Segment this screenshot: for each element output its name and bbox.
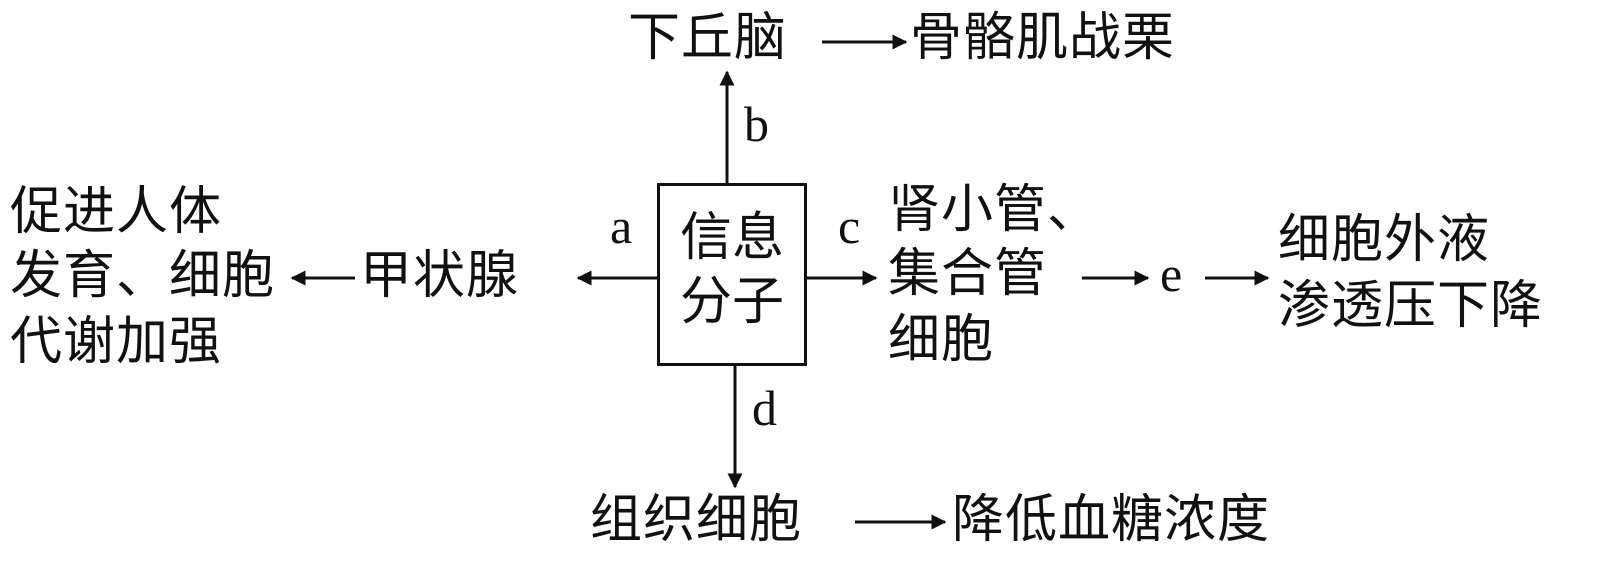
effect-a-line3: 代谢加强 xyxy=(10,312,223,372)
target-c-line1: 肾小管、 xyxy=(888,180,1101,240)
effect-a-line2: 发育、细胞 xyxy=(10,246,276,306)
effect-c-line1: 细胞外液 xyxy=(1278,210,1491,270)
label-e: e xyxy=(1160,246,1183,302)
effect-a-line1: 促进人体 xyxy=(10,182,223,242)
label-a: a xyxy=(610,198,633,254)
target-hypothalamus: 下丘脑 xyxy=(628,8,788,68)
label-b: b xyxy=(744,96,769,152)
target-tissue-cells: 组织细胞 xyxy=(590,490,803,550)
center-label-line1: 信息 xyxy=(679,208,784,268)
center-label-line2: 分子 xyxy=(679,272,784,332)
effect-c-line2: 渗透压下降 xyxy=(1278,276,1544,336)
signal-molecule-box: 信息 分子 xyxy=(657,183,807,366)
effect-muscle-shivering: 骨骼肌战栗 xyxy=(910,8,1176,68)
target-c-line3: 细胞 xyxy=(888,310,995,370)
effect-lower-blood-glucose: 降低血糖浓度 xyxy=(952,490,1271,550)
target-c-line2: 集合管 xyxy=(888,244,1048,304)
label-c: c xyxy=(838,198,861,254)
target-thyroid: 甲状腺 xyxy=(360,246,520,306)
label-d: d xyxy=(752,380,777,436)
